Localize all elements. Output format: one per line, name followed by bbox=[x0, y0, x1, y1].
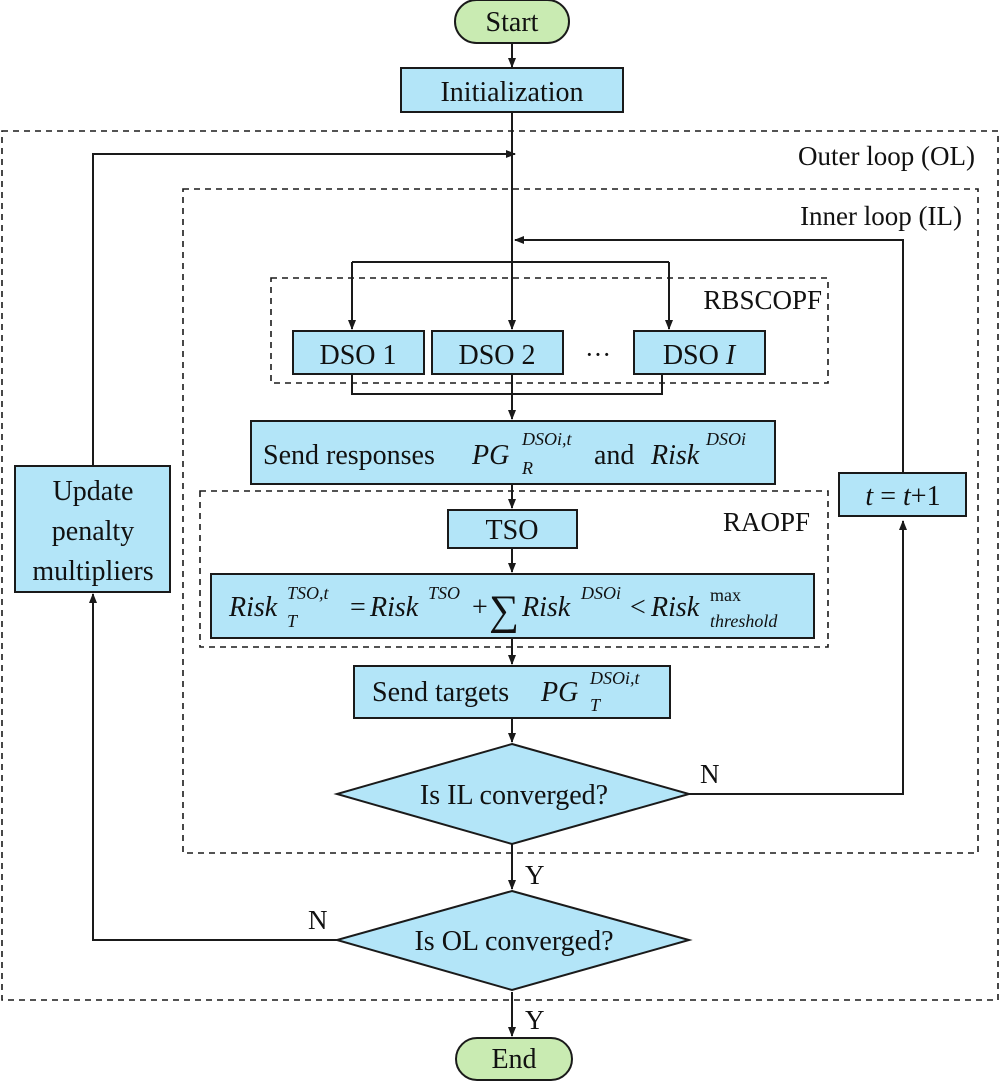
dso-ellipsis: ··· bbox=[585, 340, 611, 369]
end-terminal: End bbox=[455, 1037, 573, 1081]
eq-lhs-sup: TSO,t bbox=[287, 583, 330, 603]
update-multipliers-box: Update penalty multipliers bbox=[14, 465, 171, 593]
eq-rhs-sub: threshold bbox=[710, 611, 778, 631]
ol-decision-label: Is OL converged? bbox=[414, 926, 613, 957]
send-responses-risk: Risk bbox=[650, 440, 700, 471]
send-targets-pg: PG bbox=[540, 677, 578, 708]
dso1-label: DSO 1 bbox=[319, 340, 396, 371]
il-no-arrow bbox=[689, 520, 907, 795]
eq-term1: Risk bbox=[369, 592, 419, 623]
inner-loop-region bbox=[182, 188, 979, 854]
t-update-label: t = t+1 bbox=[865, 481, 940, 512]
eq-equals: = bbox=[350, 592, 366, 623]
tso-label: TSO bbox=[486, 515, 539, 546]
eq-lhs: Risk bbox=[228, 592, 278, 623]
rbscopf-label: RBSCOPF bbox=[703, 285, 822, 315]
dso2-box: DSO 2 bbox=[431, 330, 564, 375]
dso1-box: DSO 1 bbox=[292, 330, 425, 375]
dso-merge-line bbox=[351, 374, 663, 395]
risk-equation-box: Risk TSO,t T = Risk TSO + ∑ Risk DSOi < … bbox=[210, 573, 815, 639]
update-line-2: penalty bbox=[52, 516, 134, 547]
send-responses-and: and bbox=[587, 440, 641, 471]
start-label: Start bbox=[486, 7, 539, 38]
update-line-3: multipliers bbox=[32, 556, 153, 587]
update-return-arrow bbox=[92, 150, 516, 465]
send-responses-box: Send responses PG DSOi,t R and Risk DSOi bbox=[250, 420, 776, 485]
eq-less-than: < bbox=[630, 592, 646, 623]
send-targets-pg-sub: T bbox=[590, 695, 602, 715]
send-responses-risk-sup: DSOi bbox=[705, 429, 746, 449]
ol-no-label: N bbox=[308, 905, 328, 935]
send-responses-pg: PG bbox=[471, 440, 509, 471]
eq-term1-sup: TSO bbox=[428, 583, 460, 603]
send-targets-prefix: Send targets bbox=[372, 677, 509, 708]
send-targets-pg-sup: DSOi,t bbox=[589, 668, 640, 688]
inner-loop-label: Inner loop (IL) bbox=[800, 201, 962, 231]
send-responses-pg-sub: R bbox=[521, 458, 533, 478]
t-update-box: t = t+1 bbox=[838, 472, 967, 517]
eq-rhs-sup: max bbox=[710, 585, 741, 605]
dsoI-label: DSO I bbox=[663, 340, 737, 371]
outer-loop-region bbox=[1, 130, 999, 1001]
il-decision: Is IL converged? bbox=[333, 742, 693, 846]
ol-no-arrow bbox=[89, 593, 337, 941]
send-responses-prefix: Send responses bbox=[263, 440, 435, 471]
eq-plus: + bbox=[472, 592, 488, 623]
il-yes-label: Y bbox=[525, 860, 545, 890]
eq-term2: Risk bbox=[521, 592, 571, 623]
send-responses-pg-sup: DSOi,t bbox=[521, 429, 572, 449]
ol-yes-label: Y bbox=[525, 1005, 545, 1035]
raopf-label: RAOPF bbox=[723, 507, 810, 537]
il-decision-label: Is IL converged? bbox=[420, 780, 608, 811]
start-terminal: Start bbox=[454, 0, 570, 44]
tso-box: TSO bbox=[447, 509, 578, 549]
send-targets-box: Send targets PG DSOi,t T bbox=[353, 665, 671, 719]
ol-decision: Is OL converged? bbox=[333, 889, 693, 992]
initialization-label: Initialization bbox=[440, 77, 583, 108]
eq-rhs: Risk bbox=[650, 592, 700, 623]
eq-term2-sup: DSOi bbox=[580, 583, 621, 603]
update-line-1: Update bbox=[53, 476, 134, 507]
eq-lhs-sub: T bbox=[287, 611, 299, 631]
dso2-label: DSO 2 bbox=[458, 340, 535, 371]
rbscopf-region bbox=[270, 277, 829, 384]
raopf-region bbox=[199, 490, 829, 648]
eq-sum: ∑ bbox=[489, 588, 519, 634]
t-update-return-arrow bbox=[514, 236, 904, 489]
outer-loop-label: Outer loop (OL) bbox=[798, 141, 975, 171]
dsoI-box: DSO I bbox=[633, 330, 766, 375]
end-label: End bbox=[491, 1044, 536, 1075]
initialization-box: Initialization bbox=[400, 67, 624, 113]
il-no-label: N bbox=[700, 759, 720, 789]
connectors bbox=[89, 43, 907, 1037]
